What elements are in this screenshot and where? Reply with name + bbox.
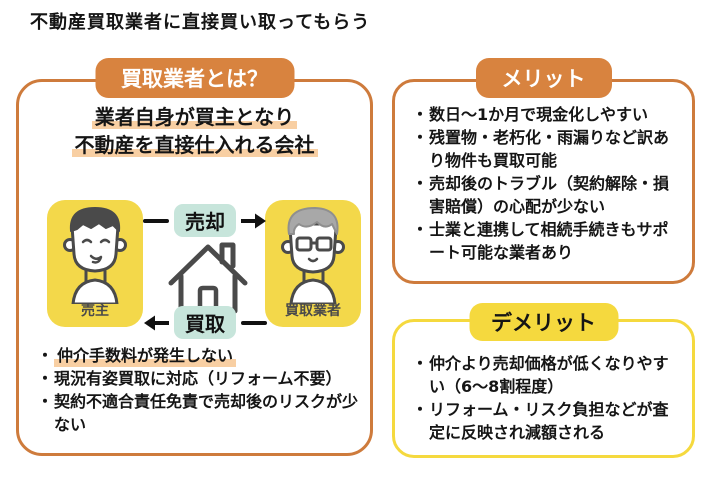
what-is-panel: 買取業者とは？ 業者自身が買主となり 不動産を直接仕入れる会社 売主 [16, 58, 373, 456]
bullet-text: 数日〜1か月で現金化しやすい [429, 105, 648, 124]
list-item: ・ リフォーム・リスク負担などが査定に反映され減額される [412, 398, 684, 444]
buyer-label: 買取業者 [285, 303, 341, 319]
list-item: ・ 売却後のトラブル（契約解除・損害賠償）の心配が少ない [412, 172, 684, 218]
bullet-text: 仲介手数料が発生しない [54, 344, 237, 367]
seller-avatar: 売主 [47, 200, 143, 327]
arrow-left-icon [144, 315, 169, 330]
list-item: ・ 数日〜1か月で現金化しやすい [412, 105, 648, 124]
merit-badge: メリット [475, 58, 612, 98]
demerit-badge: デメリット [469, 303, 618, 341]
sell-flow: 売却 [143, 204, 267, 237]
buyer-avatar-icon [281, 207, 345, 304]
buy-flow-badge: 買取 [174, 306, 236, 339]
definition-line-1: 業者自身が買主となり [91, 105, 298, 129]
merit-bullet-list: ・ 数日〜1か月で現金化しやすい ・ 残置物・老朽化・雨漏りなど訳あり物件も買取… [412, 103, 684, 264]
what-is-badge: 買取業者とは？ [95, 58, 294, 98]
arrow-right-icon [241, 213, 266, 228]
bullet-text: 仲介より売却価格が低くなりやすい（6〜8割程度） [429, 354, 669, 396]
bullet-text: リフォーム・リスク負担などが査定に反映され減額される [429, 400, 669, 442]
sell-flow-badge: 売却 [174, 204, 236, 237]
seller-avatar-icon [63, 207, 127, 304]
bullet-text: 売却後のトラブル（契約解除・損害賠償）の心配が少ない [429, 174, 670, 216]
what-is-bullet-list: ・ 仲介手数料が発生しない ・ 現況有姿買取に対応（リフォーム不要） ・ 契約不… [37, 344, 362, 436]
merit-panel: メリット ・ 数日〜1か月で現金化しやすい ・ 残置物・老朽化・雨漏りなど訳あり… [392, 58, 695, 284]
bullet-text: 士業と連携して相続手続きもサポート可能な業者あり [429, 220, 669, 262]
list-item: ・ 士業と連携して相続手続きもサポート可能な業者あり [412, 218, 684, 264]
list-item: ・ 残置物・老朽化・雨漏りなど訳あり物件も買取可能 [412, 126, 684, 172]
demerit-bullet-list: ・ 仲介より売却価格が低くなりやすい（6〜8割程度） ・ リフォーム・リスク負担… [412, 352, 684, 444]
definition-text: 業者自身が買主となり 不動産を直接仕入れる会社 [19, 103, 370, 159]
bullet-text: 残置物・老朽化・雨漏りなど訳あり物件も買取可能 [429, 128, 670, 170]
page-title: 不動産買取業者に直接買い取ってもらう [30, 12, 371, 33]
demerit-panel: デメリット ・ 仲介より売却価格が低くなりやすい（6〜8割程度） ・ リフォーム… [392, 303, 695, 458]
bullet-text: 現況有姿買取に対応（リフォーム不要） [54, 369, 342, 388]
definition-line-2: 不動産を直接仕入れる会社 [71, 133, 318, 157]
seller-label: 売主 [81, 303, 109, 319]
list-item: ・ 仲介手数料が発生しない [37, 344, 362, 367]
list-item: ・ 現況有姿買取に対応（リフォーム不要） [37, 369, 342, 388]
line-segment [143, 218, 169, 223]
house-icon [168, 242, 248, 314]
buy-flow: 買取 [143, 306, 267, 339]
list-item: ・ 仲介より売却価格が低くなりやすい（6〜8割程度） [412, 352, 684, 398]
bullet-text: 契約不適合責任免責で売却後のリスクが少ない [54, 392, 359, 434]
buyer-avatar: 買取業者 [265, 200, 361, 327]
line-segment [241, 320, 267, 325]
list-item: ・ 契約不適合責任免責で売却後のリスクが少ない [37, 390, 362, 436]
